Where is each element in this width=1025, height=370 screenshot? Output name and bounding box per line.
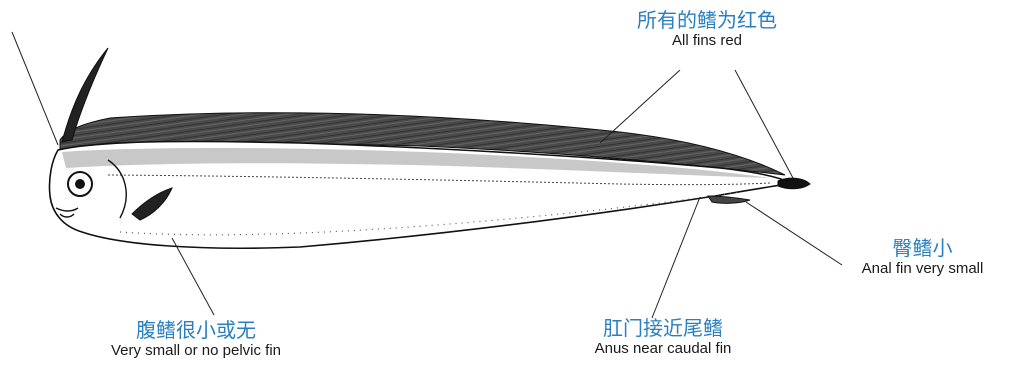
annotation-anal-fin: 臀鳍小 Anal fin very small <box>820 236 1025 278</box>
annotation-pelvic-fin-zh: 腹鳍很小或无 <box>66 318 326 342</box>
annotation-fins-red-zh: 所有的鳍为红色 <box>592 8 822 32</box>
annotation-fins-red: 所有的鳍为红色 All fins red <box>592 8 822 50</box>
annotation-anus-en: Anus near caudal fin <box>568 340 758 358</box>
caudal-fin <box>778 178 810 189</box>
eye-pupil <box>75 179 85 189</box>
annotation-anal-fin-zh: 臀鳍小 <box>820 236 1025 260</box>
annotation-anal-fin-en: Anal fin very small <box>820 260 1025 278</box>
anal-fin <box>708 196 750 203</box>
annotation-anus: 肛门接近尾鳍 Anus near caudal fin <box>568 316 758 358</box>
leader-anus <box>652 197 700 318</box>
annotation-pelvic-fin: 腹鳍很小或无 Very small or no pelvic fin <box>66 318 326 360</box>
annotation-pelvic-fin-en: Very small or no pelvic fin <box>66 342 326 360</box>
leader-fins-red-1 <box>600 70 680 143</box>
leader-pelvic-fin <box>172 238 214 315</box>
annotation-anus-zh: 肛门接近尾鳍 <box>568 316 758 340</box>
leader-top-left <box>12 32 58 145</box>
annotation-fins-red-en: All fins red <box>592 32 822 50</box>
